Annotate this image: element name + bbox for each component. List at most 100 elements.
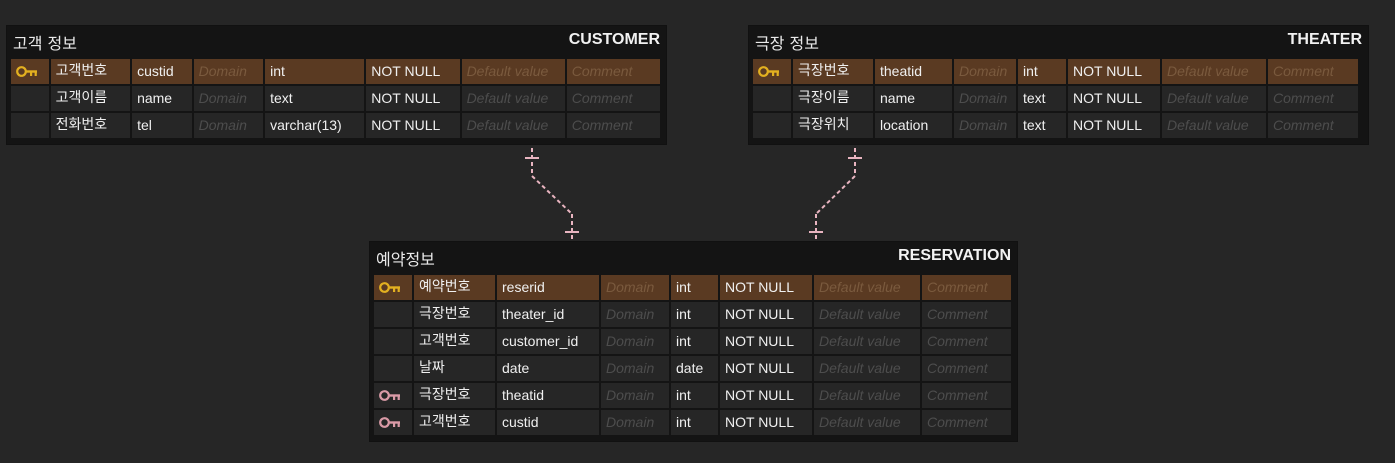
column-logical-name[interactable]: 극장번호 bbox=[414, 302, 495, 327]
column-default-value[interactable]: Default value bbox=[814, 302, 920, 327]
column-logical-name[interactable]: 고객번호 bbox=[414, 410, 495, 435]
column-comment[interactable]: Comment bbox=[922, 356, 1011, 381]
column-nullable[interactable]: NOT NULL bbox=[720, 329, 812, 354]
column-comment[interactable]: Comment bbox=[566, 59, 660, 84]
column-default-value[interactable]: Default value bbox=[814, 329, 920, 354]
column-logical-name[interactable]: 극장번호 bbox=[793, 59, 873, 84]
column-default-value[interactable]: Default value bbox=[461, 86, 565, 111]
column-comment[interactable]: Comment bbox=[1268, 113, 1358, 138]
column-physical-name[interactable]: name bbox=[132, 86, 192, 111]
column-default-value[interactable]: Default value bbox=[461, 113, 565, 138]
column-type[interactable]: int bbox=[671, 410, 718, 435]
column-comment[interactable]: Comment bbox=[922, 275, 1011, 300]
column-type[interactable]: text bbox=[265, 86, 365, 111]
column-domain[interactable]: Domain bbox=[193, 86, 264, 111]
column-physical-name[interactable]: tel bbox=[132, 113, 192, 138]
column-comment[interactable]: Comment bbox=[566, 113, 660, 138]
column-domain[interactable]: Domain bbox=[601, 275, 669, 300]
column-default-value[interactable]: Default value bbox=[461, 59, 565, 84]
column-nullable[interactable]: NOT NULL bbox=[366, 59, 460, 84]
column-default-value[interactable]: Default value bbox=[814, 410, 920, 435]
column-nullable[interactable]: NOT NULL bbox=[1068, 113, 1160, 138]
column-comment[interactable]: Comment bbox=[922, 410, 1011, 435]
column-type[interactable]: int bbox=[671, 383, 718, 408]
column-domain[interactable]: Domain bbox=[601, 410, 669, 435]
column-physical-name[interactable]: reserid bbox=[497, 275, 599, 300]
column-logical-name[interactable]: 극장번호 bbox=[414, 383, 495, 408]
column-domain[interactable]: Domain bbox=[601, 329, 669, 354]
column-domain[interactable]: Domain bbox=[193, 113, 264, 138]
column-default-value[interactable]: Default value bbox=[814, 383, 920, 408]
column-type[interactable]: int bbox=[671, 302, 718, 327]
relationship-theater-reservation[interactable] bbox=[809, 148, 862, 242]
column-nullable[interactable]: NOT NULL bbox=[1068, 59, 1160, 84]
column-type[interactable]: int bbox=[1018, 59, 1066, 84]
column-logical-name[interactable]: 전화번호 bbox=[50, 113, 131, 138]
column-default-value[interactable]: Default value bbox=[814, 356, 920, 381]
column-logical-name[interactable]: 예약번호 bbox=[414, 275, 495, 300]
relationship-customer-reservation[interactable] bbox=[525, 148, 579, 242]
column-nullable[interactable]: NOT NULL bbox=[720, 275, 812, 300]
column-nullable[interactable]: NOT NULL bbox=[720, 302, 812, 327]
column-nullable[interactable]: NOT NULL bbox=[366, 86, 460, 111]
column-comment[interactable]: Comment bbox=[1268, 59, 1358, 84]
column-domain[interactable]: Domain bbox=[954, 86, 1016, 111]
column-logical-name[interactable]: 고객번호 bbox=[50, 59, 131, 84]
column-default-value[interactable]: Default value bbox=[1162, 113, 1266, 138]
column-default-value[interactable]: Default value bbox=[1162, 86, 1266, 111]
column-comment[interactable]: Comment bbox=[1268, 86, 1358, 111]
column-physical-name[interactable]: theatid bbox=[875, 59, 952, 84]
column-comment[interactable]: Comment bbox=[922, 302, 1011, 327]
column-type[interactable]: date bbox=[671, 356, 718, 381]
column-physical-name[interactable]: date bbox=[497, 356, 599, 381]
column-default-value[interactable]: Default value bbox=[1162, 59, 1266, 84]
column-domain[interactable]: Domain bbox=[601, 356, 669, 381]
column-logical-name[interactable]: 고객번호 bbox=[414, 329, 495, 354]
column-physical-name[interactable]: name bbox=[875, 86, 952, 111]
column-type[interactable]: int bbox=[671, 275, 718, 300]
column-nullable[interactable]: NOT NULL bbox=[720, 410, 812, 435]
column-logical-name[interactable]: 극장위치 bbox=[793, 113, 873, 138]
column-type[interactable]: int bbox=[265, 59, 365, 84]
column-nullable[interactable]: NOT NULL bbox=[720, 356, 812, 381]
column-physical-name[interactable]: customer_id bbox=[497, 329, 599, 354]
column-logical-name[interactable]: 극장이름 bbox=[793, 86, 873, 111]
column-domain[interactable]: Domain bbox=[954, 59, 1016, 84]
column-physical-name[interactable]: custid bbox=[132, 59, 192, 84]
column-nullable[interactable]: NOT NULL bbox=[366, 113, 460, 138]
column-type[interactable]: text bbox=[1018, 113, 1066, 138]
column-domain[interactable]: Domain bbox=[601, 383, 669, 408]
column-domain[interactable]: Domain bbox=[601, 302, 669, 327]
column-default-value[interactable]: Default value bbox=[814, 275, 920, 300]
column-comment[interactable]: Comment bbox=[922, 329, 1011, 354]
column-comment[interactable]: Comment bbox=[922, 383, 1011, 408]
column-comment[interactable]: Comment bbox=[566, 86, 660, 111]
column-logical-name[interactable]: 고객이름 bbox=[50, 86, 131, 111]
column-logical-name[interactable]: 날짜 bbox=[414, 356, 495, 381]
column-physical-name[interactable]: theatid bbox=[497, 383, 599, 408]
column-domain[interactable]: Domain bbox=[954, 113, 1016, 138]
column-domain[interactable]: Domain bbox=[193, 59, 264, 84]
column-type[interactable]: text bbox=[1018, 86, 1066, 111]
column-physical-name[interactable]: custid bbox=[497, 410, 599, 435]
column-nullable[interactable]: NOT NULL bbox=[1068, 86, 1160, 111]
column-physical-name[interactable]: location bbox=[875, 113, 952, 138]
column-physical-name[interactable]: theater_id bbox=[497, 302, 599, 327]
column-type[interactable]: int bbox=[671, 329, 718, 354]
column-type[interactable]: varchar(13) bbox=[265, 113, 365, 138]
